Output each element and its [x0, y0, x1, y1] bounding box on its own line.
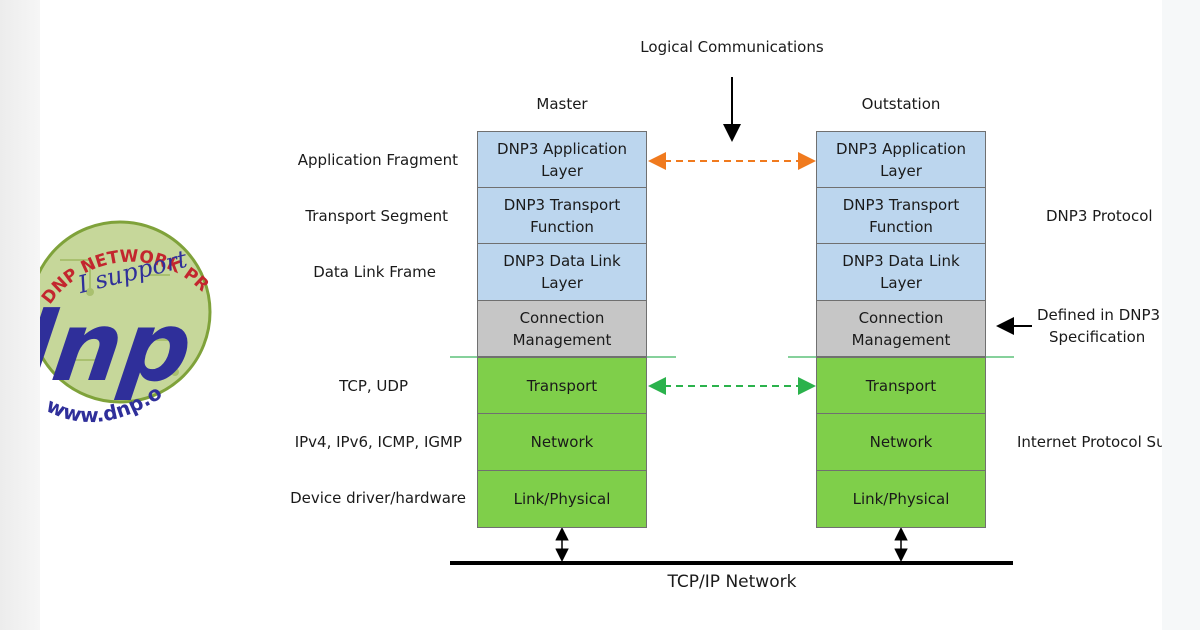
left-label-ip-protocols: IPv4, IPv6, ICMP, IGMP — [294, 433, 462, 451]
diagram-title: Logical Communications — [640, 38, 824, 56]
right-label-dnp3-protocol: DNP3 Protocol — [1046, 207, 1153, 225]
left-label-transport-segment: Transport Segment — [305, 207, 448, 225]
master-network-layer: Network — [477, 413, 647, 471]
left-label-application-fragment: Application Fragment — [297, 151, 458, 169]
right-labels-clip: DNP3 Protocol Defined in DNP3 Specificat… — [1000, 0, 1162, 630]
outstation-link-physical-layer: Link/Physical — [816, 470, 986, 528]
left-label-tcp-udp: TCP, UDP — [339, 377, 408, 395]
outstation-header: Outstation — [861, 95, 941, 113]
left-label-device-driver: Device driver/hardware — [290, 489, 466, 507]
master-link-physical-layer: Link/Physical — [477, 470, 647, 528]
right-label-defined-line1: Defined in DNP3 — [1037, 306, 1161, 324]
master-transport-layer: Transport — [477, 357, 647, 414]
master-header: Master — [536, 95, 588, 113]
right-label-defined-line2: Specification — [1049, 328, 1146, 346]
right-label-internet-protocol-suite: Internet Protocol Suite — [1017, 433, 1162, 451]
logo-disc — [40, 220, 212, 404]
left-margin-band — [0, 0, 40, 630]
right-margin-band — [1162, 0, 1200, 630]
dnp-logo: DNP NETWORK PROTOCOL dnp I support www.d… — [0, 0, 213, 427]
logo-main-text: dnp — [0, 290, 199, 402]
left-label-data-link-frame: Data Link Frame — [313, 263, 436, 281]
outstation-transport-layer: Transport — [816, 357, 986, 414]
network-label: TCP/IP Network — [667, 572, 797, 592]
outstation-network-layer: Network — [816, 413, 986, 471]
